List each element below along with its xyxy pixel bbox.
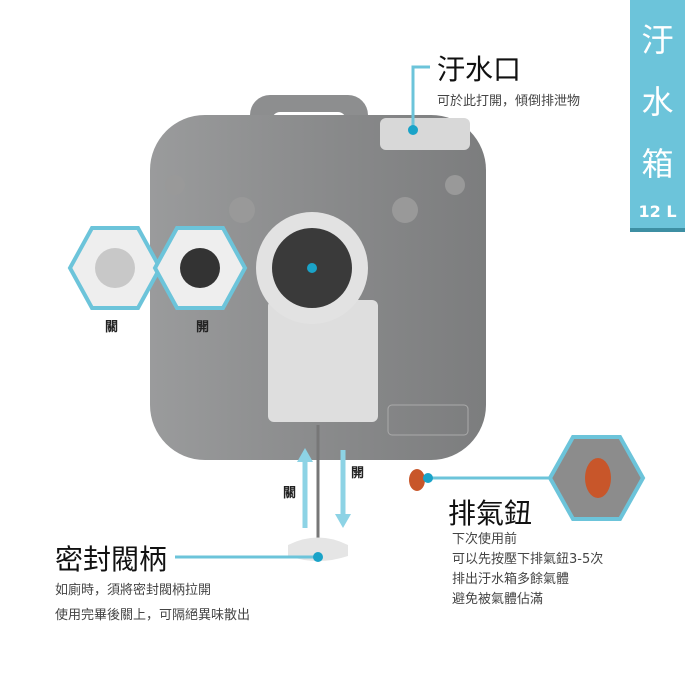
- vent-title: 排氣鈕: [448, 497, 533, 530]
- hex-closed-label: 關: [105, 320, 119, 335]
- rod-open-label: 開: [351, 466, 365, 481]
- product-banner: 汙 水 箱 12 L: [630, 0, 685, 232]
- rod-closed-label: 關: [283, 486, 297, 501]
- vent-line: 下次使用前: [452, 532, 518, 547]
- arrow-down-icon: [335, 514, 351, 528]
- seal-line: 如廁時，須將密封閥柄拉開: [55, 583, 212, 598]
- seal-desc: 如廁時，須將密封閥柄拉開 使用完畢後關上，可隔絕異味散出: [55, 578, 250, 628]
- banner-title-3: 箱: [641, 145, 674, 183]
- seal-line: 使用完畢後關上，可隔絕異味散出: [55, 608, 251, 623]
- banner-title-1: 汙: [641, 21, 674, 59]
- vent-line: 可以先按壓下排氣鈕3-5次: [452, 552, 604, 567]
- vent-button: [409, 469, 425, 491]
- valve-housing: [268, 300, 378, 422]
- outlet-desc: 可於此打開，傾倒排泄物: [437, 94, 581, 109]
- outlet-cap: [380, 118, 470, 150]
- capacity-label: 12 L: [638, 202, 677, 221]
- banner-title-2: 水: [641, 83, 674, 121]
- vent-line: 排出汙水箱多餘氣體: [452, 572, 570, 587]
- vent-desc: 下次使用前 可以先按壓下排氣鈕3-5次 排出汙水箱多餘氣體 避免被氣體佔滿: [452, 530, 603, 610]
- arrow-up-icon: [297, 448, 313, 462]
- hex-open-label: 開: [196, 320, 210, 335]
- vent-line: 避免被氣體佔滿: [452, 592, 544, 607]
- seal-handle: [288, 537, 348, 561]
- seal-title: 密封閥柄: [55, 543, 168, 576]
- outlet-title: 汙水口: [437, 53, 522, 86]
